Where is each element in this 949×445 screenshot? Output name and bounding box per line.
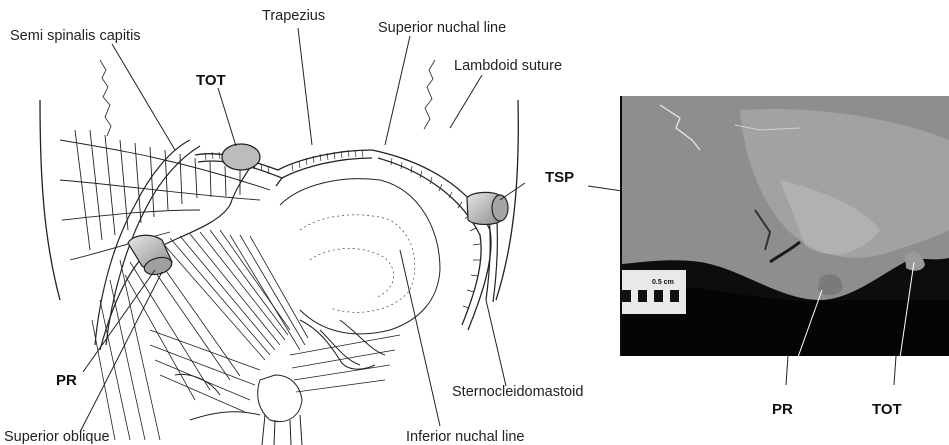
tot-bone-marker <box>222 144 260 170</box>
label-trapezius: Trapezius <box>262 8 325 24</box>
leader-sternocleidomastoid <box>486 300 506 386</box>
label-tot-photo: TOT <box>872 401 902 418</box>
leader-superior-nuchal <box>385 36 410 145</box>
label-pr-left: PR <box>56 372 77 389</box>
label-superior-nuchal-line: Superior nuchal line <box>378 20 506 36</box>
skull-outline-left <box>40 100 60 300</box>
anatomy-drawing <box>40 60 518 445</box>
leader-lambdoid <box>450 75 482 128</box>
leader-superior-oblique <box>80 272 162 432</box>
leader-inferior-nuchal <box>400 250 440 426</box>
label-tot-left: TOT <box>196 72 226 89</box>
lambdoid-suture-left <box>100 60 111 136</box>
label-pr-photo: PR <box>772 401 793 418</box>
skull-photo: 0.5 cm <box>620 96 949 356</box>
photo-scale-bar: 0.5 cm <box>622 270 686 314</box>
label-semi-spinalis-capitis: Semi spinalis capitis <box>10 28 141 44</box>
label-tsp: TSP <box>545 169 574 186</box>
leader-tsp-left <box>500 183 525 200</box>
leader-trapezius <box>298 28 312 145</box>
inferior-nuchal-dome <box>280 179 440 334</box>
label-sternocleidomastoid: Sternocleidomastoid <box>452 384 583 400</box>
leader-semispinalis <box>112 44 175 150</box>
label-lambdoid-suture: Lambdoid suture <box>454 58 562 74</box>
tsp-cylinder <box>467 192 508 224</box>
leader-tot-left <box>218 88 236 146</box>
vertebra-structures <box>175 320 385 445</box>
label-inferior-nuchal-line: Inferior nuchal line <box>406 429 525 445</box>
lambdoid-suture-right <box>424 60 435 129</box>
label-superior-oblique: Superior oblique <box>4 429 110 445</box>
scale-bar-label: 0.5 cm <box>652 279 674 286</box>
pr-cylinder <box>128 235 174 277</box>
